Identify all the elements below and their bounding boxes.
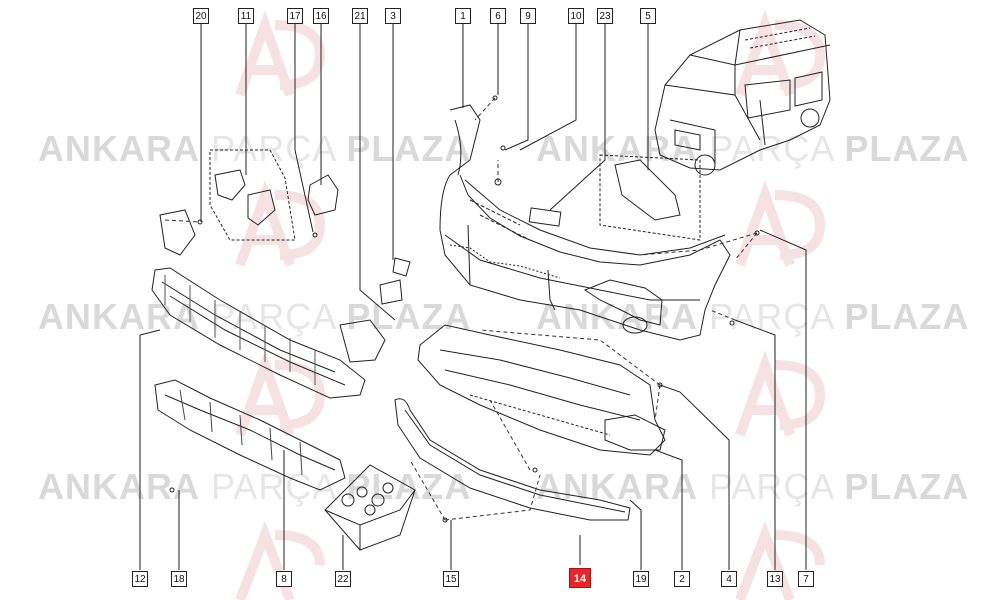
engine-undertray [417, 324, 666, 456]
callout-17: 17 [287, 8, 303, 24]
watermark-word: PARÇA [709, 128, 834, 169]
logo-mark [235, 350, 326, 437]
watermark-word: ANKARA [536, 466, 698, 507]
logo-mark [235, 10, 326, 97]
callout-2: 2 [674, 571, 690, 587]
watermark-word: ANKARA [536, 128, 698, 169]
callout-15: 15 [443, 571, 459, 587]
callout-19: 19 [633, 571, 649, 587]
callout-23: 23 [597, 8, 613, 24]
callout-22: 22 [335, 571, 351, 587]
callout-3: 3 [385, 8, 401, 24]
logo-mark [235, 180, 326, 267]
watermark-word: ANKARA [38, 128, 200, 169]
watermark-word: PARÇA [709, 296, 834, 337]
assembly-lines [164, 97, 758, 521]
logo-mark [735, 180, 826, 267]
watermark-word: PLAZA [844, 466, 970, 507]
callout-5: 5 [640, 8, 656, 24]
watermark-word: PARÇA [709, 466, 834, 507]
watermark-row: ANKARA PARÇA PLAZA [38, 466, 471, 508]
logo-mark [735, 350, 826, 437]
watermark-word: PARÇA [211, 128, 336, 169]
van-illustration [654, 19, 831, 176]
logo-mark [735, 521, 825, 600]
callout-10: 10 [568, 8, 584, 24]
callout-4: 4 [721, 571, 737, 587]
lower-spoiler [394, 398, 631, 521]
logo-mark [735, 10, 826, 97]
watermark-word: PARÇA [211, 466, 336, 507]
callout-21: 21 [352, 8, 368, 24]
watermark-row: ANKARA PARÇA PLAZA [536, 296, 969, 338]
callout-20: 20 [193, 8, 209, 24]
callout-11: 11 [238, 8, 254, 24]
watermark-row: ANKARA PARÇA PLAZA [38, 128, 471, 170]
callout-6: 6 [490, 8, 506, 24]
callout-1: 1 [455, 8, 471, 24]
leader-lines [139, 23, 807, 570]
energy-absorber [154, 379, 346, 491]
front-bumper-cover [439, 104, 731, 341]
watermark-word: PLAZA [844, 296, 970, 337]
callout-7: 7 [798, 571, 814, 587]
logo-watermarks [235, 10, 826, 600]
callout-13: 13 [767, 571, 783, 587]
logo-mark [235, 521, 325, 600]
watermark-word: PLAZA [844, 128, 970, 169]
watermark-word: ANKARA [38, 466, 200, 507]
watermark-word: PLAZA [346, 128, 472, 169]
watermark-row: ANKARA PARÇA PLAZA [536, 466, 969, 508]
watermark-row: ANKARA PARÇA PLAZA [536, 128, 969, 170]
callout-8: 8 [276, 571, 292, 587]
callout-18: 18 [171, 571, 187, 587]
watermark-word: PLAZA [346, 296, 472, 337]
callout-12: 12 [132, 571, 148, 587]
clip-box [324, 464, 416, 551]
callout-16: 16 [313, 8, 329, 24]
small-brackets [159, 149, 701, 451]
lower-grille [151, 267, 366, 399]
callout-14-highlighted: 14 [569, 568, 591, 588]
callout-9: 9 [520, 8, 536, 24]
watermark-word: ANKARA [536, 296, 698, 337]
